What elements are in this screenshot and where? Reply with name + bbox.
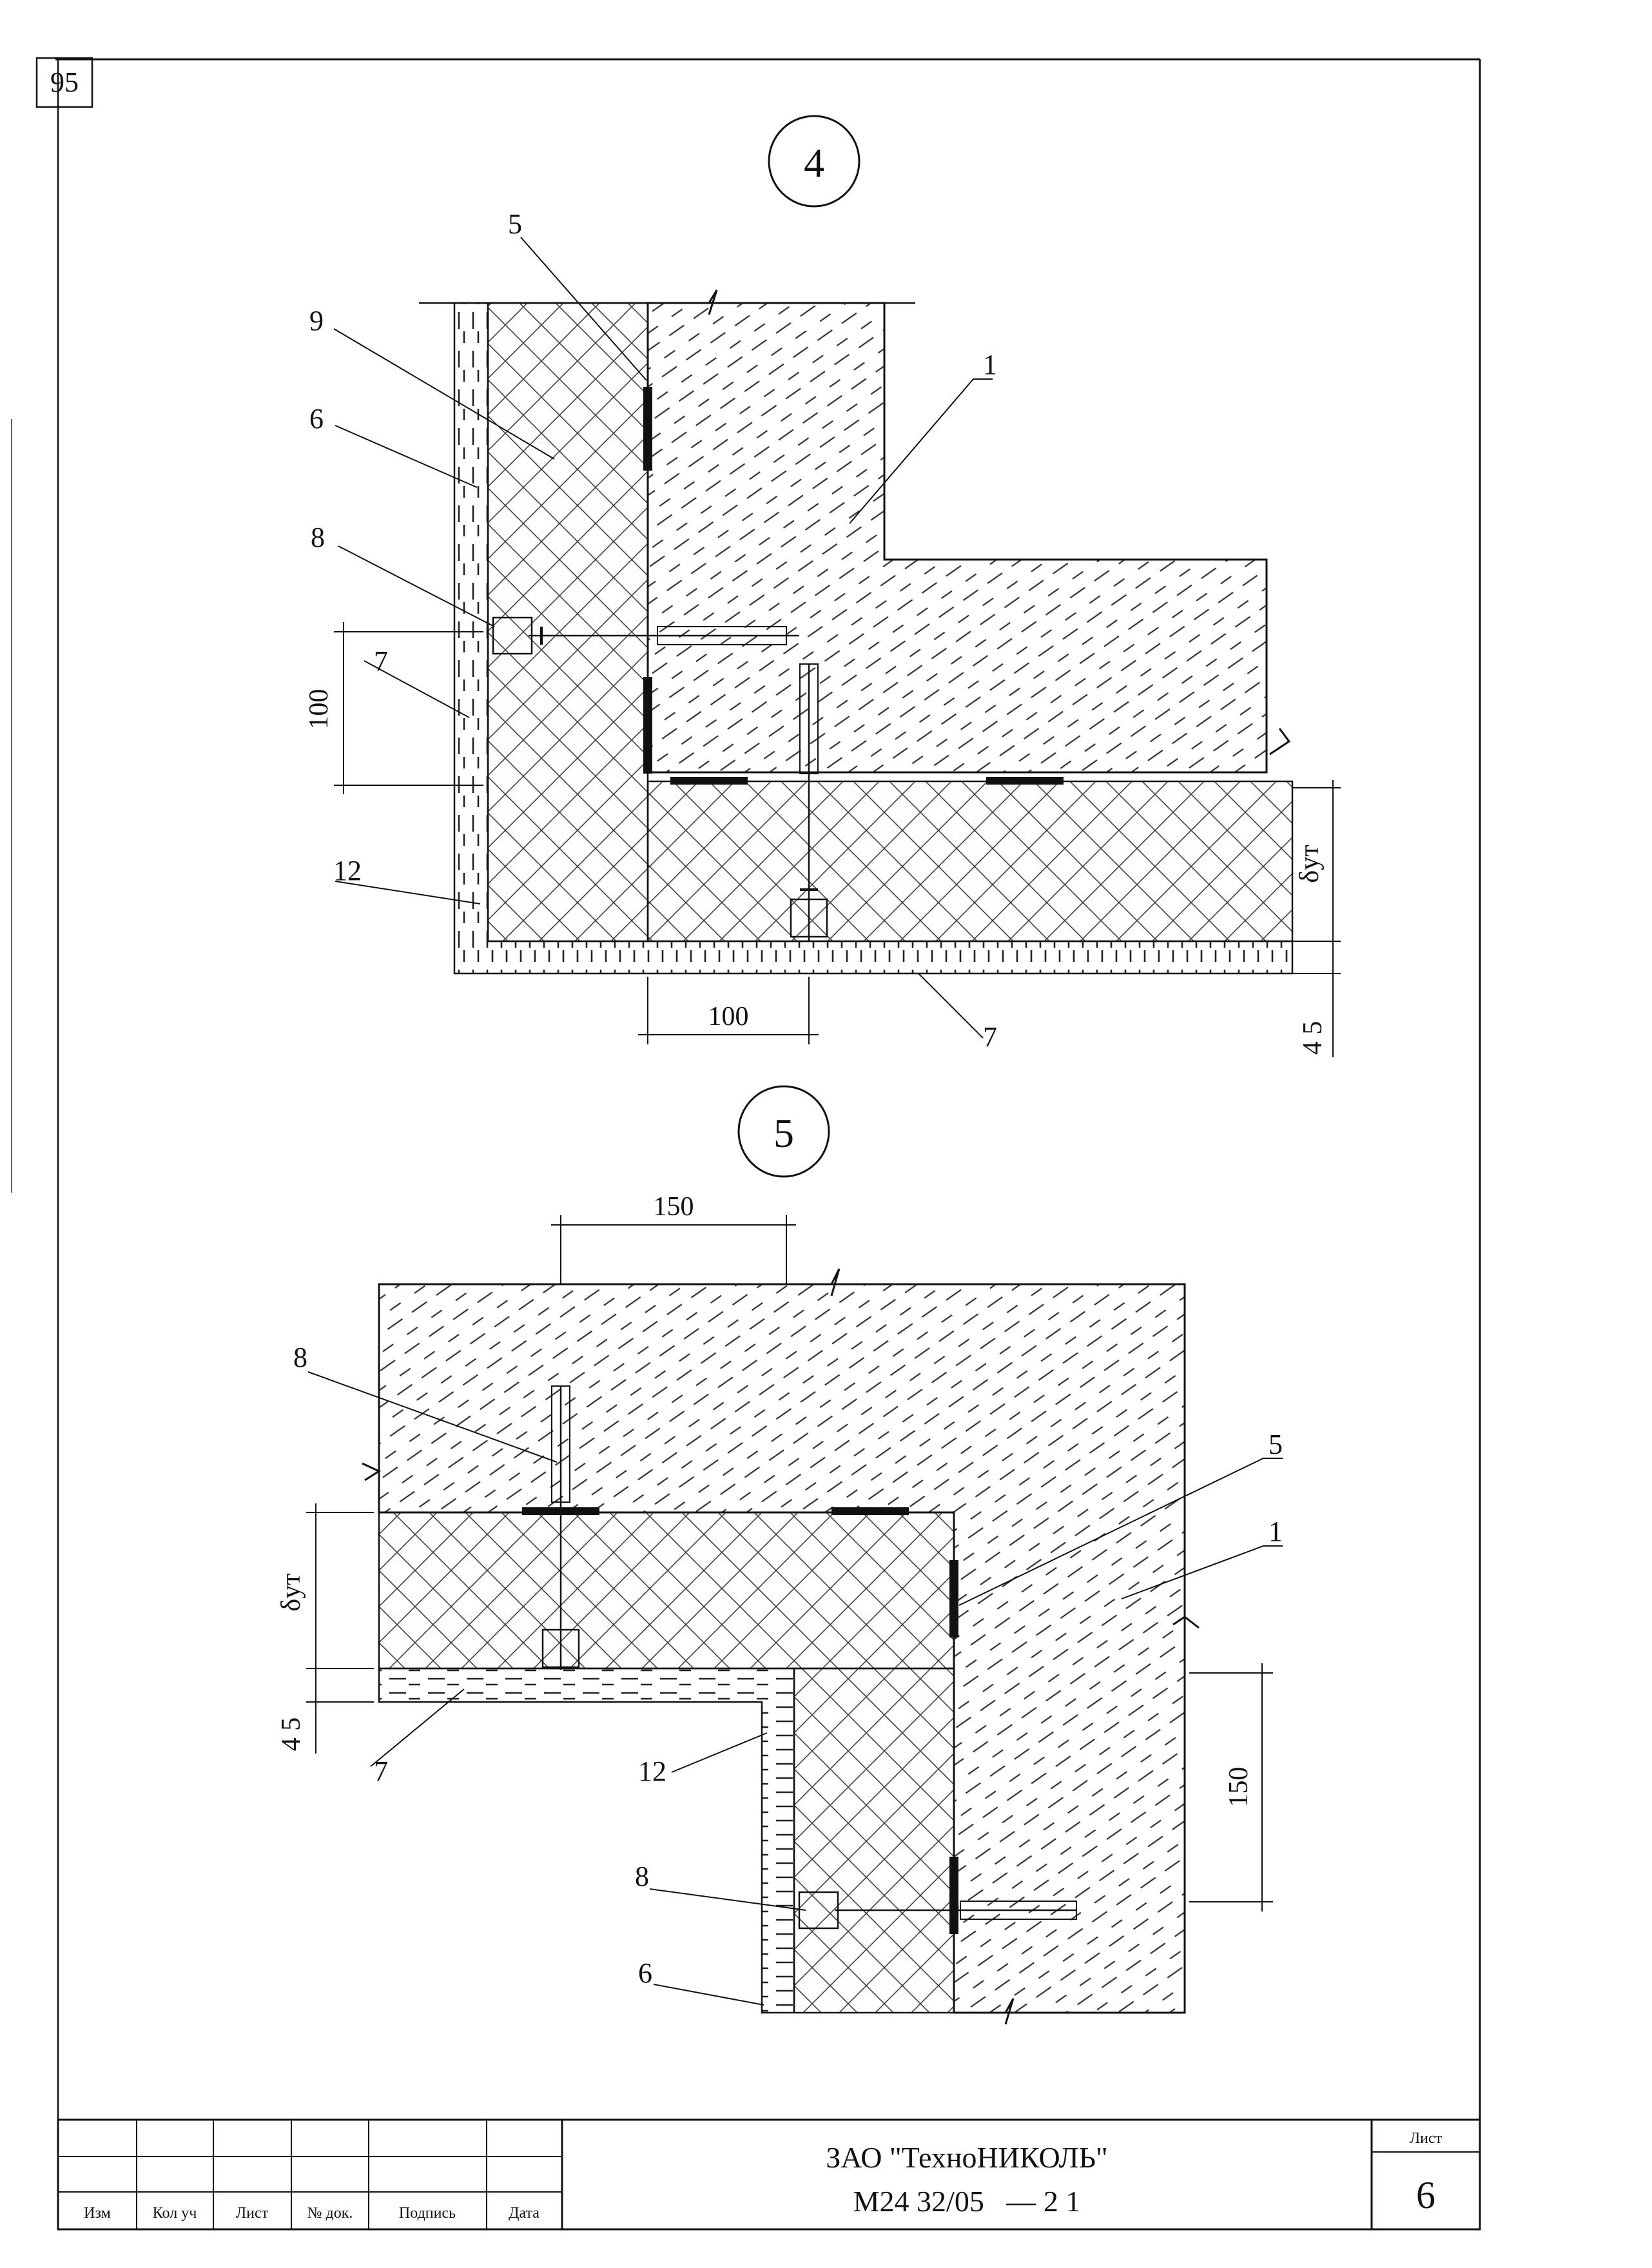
detail-4-concrete-structure [646, 302, 1268, 774]
detail-5-dim-right-150: 150 [1224, 1767, 1254, 1808]
detail-5-label-8b: 8 [635, 1861, 649, 1892]
header-izm: Изм [84, 2205, 111, 2222]
title-sheet-label: Лист [1410, 2130, 1443, 2147]
detail-4-label-9: 9 [309, 305, 324, 337]
detail-5-leaders [307, 1371, 1283, 2006]
detail-5-anchor-horizontal [798, 1891, 1077, 1930]
detail-4-label-1: 1 [983, 349, 997, 380]
detail-4-label-7b: 7 [983, 1021, 997, 1053]
header-signature: Подпись [399, 2205, 456, 2222]
detail-4-label-6: 6 [309, 403, 324, 435]
detail-5-dimension-lines [306, 1215, 1273, 1911]
sheet-frame [11, 58, 1481, 2229]
detail-5-marker [737, 1085, 830, 1178]
detail-5-label-6: 6 [638, 1957, 652, 1989]
title-company: ЗАО "ТехноНИКОЛЬ" [826, 2141, 1108, 2174]
title-block-headers: Изм Кол уч Лист № док. Подпись Дата [84, 2205, 539, 2222]
detail-4-anchor-vertical [790, 663, 828, 941]
detail-4-dim-vertical-100: 100 [304, 689, 334, 730]
detail-4-anchor-horizontal [492, 616, 799, 655]
title-sheet-number: 6 [1416, 2174, 1435, 2216]
detail-5-dim-gap: 4 5 [277, 1717, 306, 1752]
title-document-code: М24 32/05 — 2 1 [853, 2185, 1081, 2218]
detail-4-number: 4 [804, 140, 824, 186]
corner-page-number-box: 95 [35, 57, 93, 108]
detail-5-insulation-horizontal [378, 1511, 955, 1670]
detail-5-anchor-vertical [541, 1385, 580, 1670]
detail-4-label-12: 12 [333, 855, 362, 886]
detail-5-number: 5 [773, 1110, 794, 1156]
detail-5-label-5: 5 [1268, 1429, 1283, 1460]
detail-4-marker [768, 115, 860, 208]
detail-4-dim-gap: 4 5 [1298, 1021, 1328, 1055]
detail-5-label-1: 1 [1268, 1516, 1283, 1547]
detail-5-label-12: 12 [638, 1755, 666, 1787]
detail-5-insulation-vertical [793, 1667, 955, 2014]
detail-4-label-8: 8 [311, 522, 325, 553]
title-block [57, 2118, 1481, 2231]
detail-4-label-5: 5 [508, 208, 522, 240]
detail-4-insulation-vertical [487, 302, 649, 943]
detail-4-dimension-lines [334, 622, 1341, 1057]
detail-5-label-8a: 8 [293, 1342, 307, 1373]
detail-5-dim-delta: δут [277, 1573, 306, 1611]
detail-5-dim-top-150: 150 [654, 1192, 694, 1222]
detail-5-label-7: 7 [374, 1755, 388, 1787]
detail-4-leaders [333, 237, 993, 1039]
header-doc-no: № док. [307, 2205, 353, 2222]
header-kol-uch: Кол уч [153, 2205, 197, 2222]
detail-4: 4 [304, 115, 1341, 1057]
detail-5-membrane-layer [378, 1667, 795, 2014]
detail-4-dim-delta: δут [1295, 845, 1325, 883]
detail-4-dim-horizontal-100: 100 [708, 1002, 749, 1031]
detail-4-label-7a: 7 [374, 645, 388, 677]
corner-page-number: 95 [50, 66, 79, 98]
detail-5: 5 [277, 1085, 1283, 2025]
detail-4-insulation-horizontal [646, 780, 1294, 943]
header-date: Дата [509, 2205, 539, 2222]
header-list: Лист [236, 2205, 269, 2222]
